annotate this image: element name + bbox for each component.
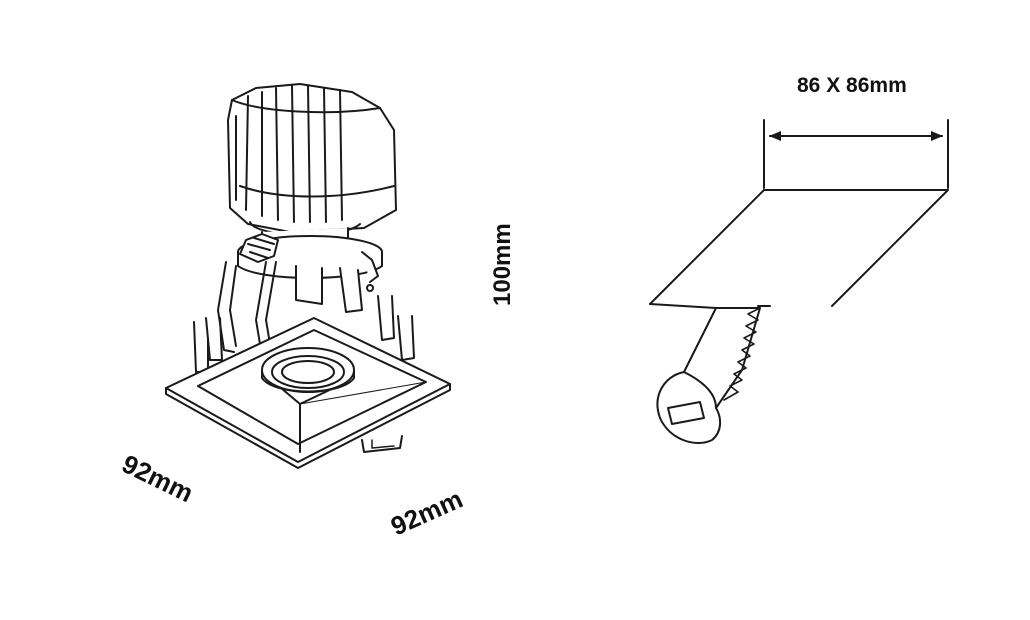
width-left-dimension-label: 92mm: [117, 448, 198, 508]
cutout-illustration: [649, 119, 949, 444]
body-posts: [193, 265, 415, 373]
trim-tab: [361, 435, 403, 453]
cutout-dimension: [763, 119, 949, 189]
cutout-dimension-label: 86 X 86mm: [797, 74, 907, 97]
downlight-illustration: [165, 83, 451, 469]
width-right-dimension-label: 92mm: [386, 484, 467, 542]
height-dimension-label: 100mm: [489, 223, 516, 306]
hole-saw: [656, 307, 761, 444]
ceiling-cutout: [649, 189, 949, 309]
heat-sink: [227, 83, 397, 251]
lens: [261, 347, 355, 393]
